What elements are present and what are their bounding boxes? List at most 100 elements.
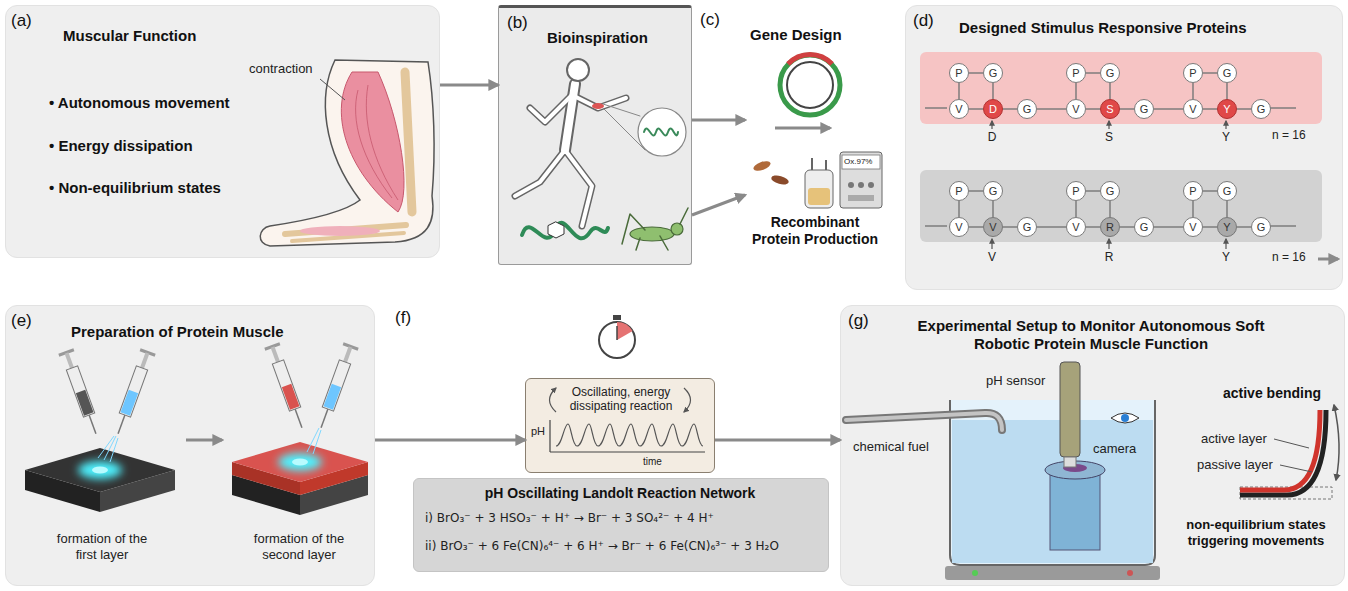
peptide-bond — [1037, 226, 1066, 227]
label-text: non-equilibrium states triggering moveme… — [1171, 517, 1341, 548]
peptide-bond — [1120, 226, 1134, 227]
residue-letter: G — [1218, 182, 1236, 200]
residue-label: V — [982, 250, 1002, 264]
arm-illustration — [260, 60, 434, 246]
residue-circle: G — [1251, 99, 1271, 119]
residue-circle: G — [983, 181, 1003, 201]
residue-label: R — [1099, 250, 1119, 264]
heading-text: Preparation of Protein Muscle — [71, 323, 284, 341]
residue-circle: P — [1183, 181, 1203, 201]
flow-arrow — [692, 195, 745, 215]
peptide-bond — [1075, 83, 1076, 99]
peptide-bond — [1226, 83, 1227, 99]
peptide-bond — [1154, 108, 1183, 109]
label-text: active layer — [1201, 431, 1267, 447]
residue-letter: V — [1067, 218, 1085, 236]
screen-readout: Ox.97% — [844, 157, 872, 167]
peptide-bond — [1203, 190, 1217, 191]
residue-circle: Y — [1217, 217, 1237, 237]
label-text: formation of the first layer — [56, 531, 148, 562]
residue-letter: P — [950, 64, 968, 82]
residue-letter: R — [1101, 218, 1119, 236]
residue-circle: G — [1134, 217, 1154, 237]
residue-circle: V — [1183, 217, 1203, 237]
residue-circle: P — [949, 181, 969, 201]
peptide-bond — [1192, 201, 1193, 217]
residue-circle: G — [1017, 99, 1037, 119]
flow-arrow — [375, 439, 525, 442]
peptide-bond — [969, 72, 983, 73]
residue-circle: V — [983, 217, 1003, 237]
residue-letter: G — [984, 64, 1002, 82]
residue-circle: V — [949, 99, 969, 119]
peptide-bond — [958, 83, 959, 99]
layer-preparation-illustration — [25, 342, 368, 515]
residue-letter: G — [1101, 64, 1119, 82]
flow-arrow — [692, 119, 745, 122]
residue-letter: V — [950, 218, 968, 236]
residue-letter: V — [1184, 218, 1202, 236]
residue-letter: P — [1184, 182, 1202, 200]
peptide-bond — [1192, 83, 1193, 99]
peptide-bond — [1003, 108, 1017, 109]
residue-letter: Y — [1218, 218, 1236, 236]
panel: (e)Preparation of Protein Muscleformatio… — [5, 305, 375, 586]
peptide-bond — [1003, 226, 1017, 227]
residue-letter: G — [1135, 100, 1153, 118]
heading-text: • Non-equilibrium states — [49, 179, 221, 197]
residue-letter: V — [1184, 100, 1202, 118]
panel-letter: (c) — [700, 10, 720, 30]
heading-text: active bending — [1223, 385, 1321, 402]
panel-letter: (d) — [913, 11, 934, 31]
residue-letter: G — [984, 182, 1002, 200]
residue-letter: Y — [1218, 100, 1236, 118]
peptide-bond — [969, 190, 983, 191]
panel: (d)Designed Stimulus Responsive Proteins… — [905, 5, 1343, 290]
heading-text: Bioinspiration — [547, 29, 648, 47]
residue-label: S — [1099, 130, 1119, 144]
heading-text: • Energy dissipation — [49, 137, 193, 155]
residue-letter: P — [1067, 64, 1085, 82]
peptide-bond — [1237, 226, 1251, 227]
panel-letter: (a) — [11, 11, 32, 31]
setup-illustration — [846, 362, 1339, 580]
peptide-bond — [1120, 108, 1134, 109]
residue-letter: V — [984, 218, 1002, 236]
peptide-bond — [969, 226, 983, 227]
peptide-bond — [969, 108, 983, 109]
residue-circle: P — [1066, 181, 1086, 201]
peptide-bond — [1086, 72, 1100, 73]
residue-circle: V — [1183, 99, 1203, 119]
peptide-bond — [992, 201, 993, 217]
panel: (b) Bioinspiration — [498, 5, 692, 265]
residue-circle: G — [1100, 181, 1120, 201]
residue-letter: V — [950, 100, 968, 118]
residue-circle: V — [949, 217, 969, 237]
heading-text: • Autonomous movement — [49, 94, 230, 112]
residue-letter: P — [950, 182, 968, 200]
residue-letter: G — [1018, 100, 1036, 118]
residue-circle: P — [1183, 63, 1203, 83]
label-text: formation of the second layer — [244, 531, 354, 562]
label-text: passive layer — [1197, 457, 1273, 473]
residue-circle: G — [1017, 217, 1037, 237]
panel-letter: (b) — [507, 13, 528, 33]
residue-letter: G — [1018, 218, 1036, 236]
panel: (g)Experimental Setup to Monitor Autonom… — [840, 305, 1345, 586]
peptide-bond — [1237, 108, 1251, 109]
repeat-count: n = 16 — [1272, 250, 1306, 264]
heading-text: Muscular Function — [63, 27, 196, 45]
heading-text: Experimental Setup to Monitor Autonomous… — [911, 317, 1271, 353]
residue-letter: G — [1101, 182, 1119, 200]
peptide-bond — [1203, 108, 1217, 109]
residue-circle: G — [1134, 99, 1154, 119]
sequence-bands — [920, 52, 1338, 259]
residue-circle: G — [983, 63, 1003, 83]
residue-letter: G — [1218, 64, 1236, 82]
peptide-bond — [992, 83, 993, 99]
residue-circle: V — [1066, 217, 1086, 237]
peptide-bond — [1037, 108, 1066, 109]
peptide-bond — [1086, 190, 1100, 191]
residue-circle: G — [1217, 181, 1237, 201]
